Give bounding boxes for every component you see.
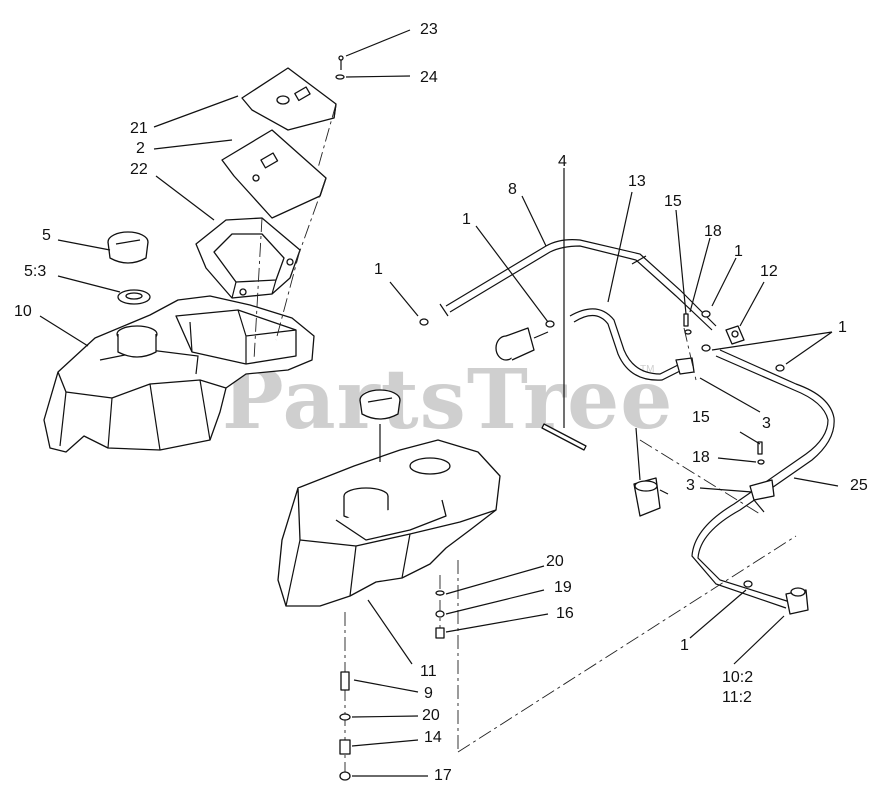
callout-20-a: 20 <box>546 553 564 570</box>
callout-1-a: 1 <box>374 261 383 278</box>
callout-11-2: 11:2 <box>722 689 752 706</box>
screw-15-upper <box>683 313 689 327</box>
plate-2 <box>221 129 327 219</box>
fuel-line-13 <box>569 308 683 381</box>
callout-10: 10 <box>14 303 32 320</box>
washer-20-upper <box>435 590 445 596</box>
nut-19 <box>435 610 445 618</box>
callout-15-a: 15 <box>664 193 682 210</box>
callout-20-b: 20 <box>422 707 440 724</box>
callout-3-a: 3 <box>762 415 771 432</box>
fuel-line-8 <box>439 239 717 331</box>
valve-10-2 <box>785 587 809 615</box>
hose-clamps <box>419 310 785 588</box>
cable-tie-4 <box>541 168 587 451</box>
callout-18-a: 18 <box>704 223 722 240</box>
screw-23 <box>338 55 344 70</box>
fuel-pump <box>633 427 669 517</box>
callout-labels: 23 24 21 2 22 5 5:3 10 1 1 8 4 13 15 18 … <box>14 21 868 784</box>
assembly-lines-left <box>253 103 337 361</box>
callout-15-b: 15 <box>692 409 710 426</box>
tray-bracket-22 <box>195 217 301 299</box>
callout-1-d: 1 <box>838 319 847 336</box>
callout-1-c: 1 <box>734 243 743 260</box>
callout-22: 22 <box>130 161 148 178</box>
callout-5-3: 5:3 <box>24 263 46 280</box>
spacer-14 <box>339 739 351 755</box>
callout-24: 24 <box>420 69 438 86</box>
leader-lines <box>39 29 839 777</box>
fuel-filter <box>495 327 549 361</box>
callout-17: 17 <box>434 767 452 784</box>
callout-10-2: 10:2 <box>722 669 753 686</box>
callout-13: 13 <box>628 173 646 190</box>
plate-21 <box>241 67 337 131</box>
callout-3-b: 3 <box>686 477 695 494</box>
callout-11: 11 <box>420 663 437 680</box>
shutoff-valve-12 <box>725 325 745 345</box>
callout-25: 25 <box>850 477 868 494</box>
callout-14: 14 <box>424 729 442 746</box>
left-fuel-tank <box>43 295 315 453</box>
stud-9 <box>340 671 350 691</box>
assembly-lines-center <box>344 560 459 780</box>
watermark-text: PartsTree <box>222 352 673 448</box>
center-fuel-tank <box>277 439 501 607</box>
callout-1-b: 1 <box>462 211 471 228</box>
callout-23: 23 <box>420 21 438 38</box>
washer-18-lower <box>757 459 765 465</box>
callout-5: 5 <box>42 227 51 244</box>
callout-8: 8 <box>508 181 517 198</box>
clamp-3-lower <box>749 479 775 513</box>
callout-4: 4 <box>558 153 567 170</box>
callout-1-e: 1 <box>680 637 689 654</box>
callout-18-b: 18 <box>692 449 710 466</box>
callout-9: 9 <box>424 685 433 702</box>
washer-20-lower <box>339 713 351 721</box>
washer-18-upper <box>684 329 692 335</box>
fuel-line-25 <box>691 349 835 609</box>
callout-16: 16 <box>556 605 574 622</box>
bolt-16 <box>435 627 445 639</box>
callout-21: 21 <box>130 120 148 137</box>
assembly-lines-right <box>457 327 797 753</box>
washer-24 <box>335 74 345 80</box>
watermark-trademark: TM <box>640 364 654 375</box>
callout-19: 19 <box>554 579 572 596</box>
nut-17 <box>339 771 351 781</box>
cap-gasket-5-3 <box>117 289 151 305</box>
fuel-cap-5 <box>107 231 149 264</box>
callout-12: 12 <box>760 263 778 280</box>
callout-2: 2 <box>136 140 145 157</box>
fuel-cap-center <box>359 389 401 420</box>
screw-15-lower <box>757 441 763 455</box>
